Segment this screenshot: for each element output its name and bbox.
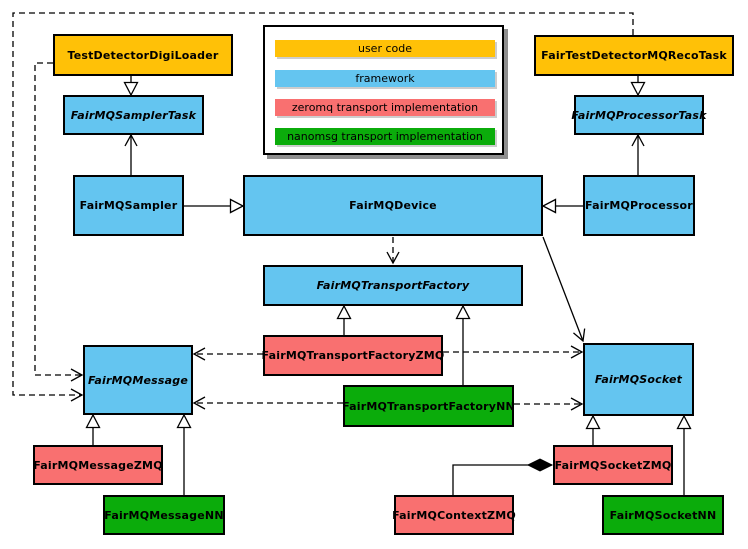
node-label: FairMQSocket — [594, 373, 683, 386]
legend-label: zeromq transport implementation — [291, 101, 479, 114]
node-fairmqsamplertask: FairMQSamplerTask — [63, 95, 204, 135]
node-label: FairMQSamplerTask — [70, 108, 197, 122]
node-label: FairMQTransportFactory — [316, 279, 470, 292]
node-fairmqmessage: FairMQMessage — [83, 345, 193, 415]
edge-socketzmq-composes-contextzmq — [452, 458, 554, 495]
node-fairmqmessagezmq: FairMQMessageZMQ — [33, 445, 163, 485]
node-fairmqcontextzmq: FairMQContextZMQ — [392, 495, 516, 535]
node-fairmqsocketnn: FairMQSocketNN — [602, 495, 724, 535]
node-label: FairMQSocketZMQ — [554, 458, 672, 472]
node-fairmqsocketzmq: FairMQSocketZMQ — [553, 445, 673, 485]
node-fairmqprocessortask: FairMQProcessorTask — [571, 95, 707, 135]
legend-item-nanomsg: nanomsg transport implementation — [275, 128, 495, 145]
node-label: FairMQContextZMQ — [392, 508, 516, 522]
node-fairmqmessagenn: FairMQMessageNN — [103, 495, 225, 535]
node-fairmqdevice: FairMQDevice — [243, 175, 543, 236]
node-label: FairMQProcessorTask — [571, 108, 707, 122]
node-fairmqsampler: FairMQSampler — [73, 175, 184, 236]
node-fairmqprocessor: FairMQProcessor — [583, 175, 695, 236]
edge-recotask-depends-message — [12, 12, 634, 402]
node-label: FairMQProcessor — [585, 199, 693, 212]
edge-digiloader-depends-message — [34, 62, 84, 382]
node-label: FairMQMessageNN — [104, 508, 224, 522]
node-label: FairTestDetectorMQRecoTask — [541, 49, 727, 62]
node-label: FairMQSocketNN — [609, 508, 717, 522]
node-fairmqtransportfactory: FairMQTransportFactory — [263, 265, 523, 306]
node-testdetectordigiloader: TestDetectorDigiLoader — [53, 34, 233, 76]
node-fairtestdetectormqrecotask: FairTestDetectorMQRecoTask — [534, 35, 734, 76]
legend-box: user code framework zeromq transport imp… — [263, 25, 504, 155]
node-label: TestDetectorDigiLoader — [67, 48, 219, 62]
node-label: FairMQTransportFactoryZMQ — [261, 349, 445, 362]
legend-item-user-code: user code — [275, 40, 495, 57]
node-fairmqsocket: FairMQSocket — [583, 343, 694, 416]
node-label: FairMQDevice — [349, 199, 437, 212]
node-fairmqtransportfactorynn: FairMQTransportFactoryNN — [342, 385, 515, 427]
legend-label: nanomsg transport implementation — [287, 130, 483, 143]
node-label: FairMQSampler — [79, 199, 178, 212]
legend-label: user code — [357, 42, 413, 55]
node-fairmqtransportfactoryzmq: FairMQTransportFactoryZMQ — [261, 335, 445, 376]
node-label: FairMQTransportFactoryNN — [342, 399, 515, 413]
edge-device-uses-socket — [542, 236, 586, 343]
legend-label: framework — [355, 72, 415, 85]
legend-item-framework: framework — [275, 70, 495, 87]
legend-item-zeromq: zeromq transport implementation — [275, 99, 495, 116]
node-label: FairMQMessage — [87, 373, 189, 387]
node-label: FairMQMessageZMQ — [33, 458, 163, 472]
